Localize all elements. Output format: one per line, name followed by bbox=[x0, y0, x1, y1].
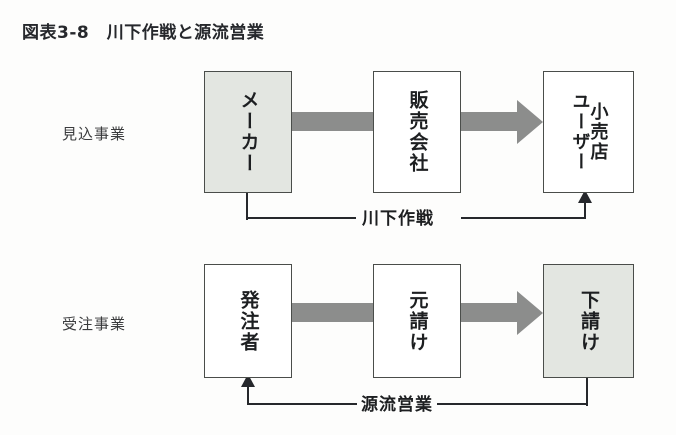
node-box-client[interactable]: 発注者 bbox=[204, 264, 292, 378]
node-label-user: ユーザー bbox=[569, 92, 591, 172]
feedback-line-top-horizontal-right bbox=[461, 217, 585, 220]
node-label-client: 発注者 bbox=[237, 289, 260, 353]
flow-arrow-segment-client-to-prime bbox=[288, 303, 378, 322]
feedback-line-top-vertical-left bbox=[246, 192, 249, 220]
node-label-retail-store: 小売店 bbox=[587, 102, 609, 162]
node-box-maker[interactable]: メーカー bbox=[204, 71, 292, 193]
flow-arrow-segment-distributor-to-retail bbox=[457, 112, 519, 131]
node-label-sales-company: 販売会社 bbox=[406, 90, 429, 174]
flow-arrow-head-top bbox=[517, 100, 543, 144]
feedback-label-upstream-sales: 源流営業 bbox=[357, 390, 437, 415]
node-label-subcontractor: 下請け bbox=[578, 289, 600, 353]
figure-title: 図表3-8 川下作戦と源流営業 bbox=[22, 23, 265, 43]
feedback-line-bottom-horizontal-left bbox=[247, 403, 357, 406]
feedback-arrowhead-top-icon bbox=[578, 190, 592, 203]
feedback-line-bottom-horizontal-right bbox=[430, 403, 588, 406]
feedback-line-top-vertical-right bbox=[584, 200, 587, 219]
node-label-prime-contractor: 元請け bbox=[406, 289, 429, 353]
feedback-line-top-horizontal-left bbox=[246, 217, 356, 220]
node-box-sales-company[interactable]: 販売会社 bbox=[373, 71, 461, 193]
node-box-prime-contractor[interactable]: 元請け bbox=[373, 264, 461, 378]
feedback-line-bottom-vertical-left bbox=[247, 386, 250, 405]
feedback-label-downstream-strategy: 川下作戦 bbox=[358, 204, 438, 229]
node-label-maker: メーカー bbox=[237, 90, 260, 174]
flow-arrow-segment-maker-to-distributor bbox=[288, 112, 378, 131]
flow-arrow-head-bottom bbox=[517, 291, 543, 335]
node-box-subcontractor[interactable]: 下請け bbox=[543, 264, 634, 378]
flow-arrow-segment-prime-to-sub bbox=[457, 303, 519, 322]
feedback-line-bottom-vertical-right bbox=[586, 377, 589, 406]
row-label-order-business: 受注事業 bbox=[62, 315, 127, 333]
row-label-anticipated-business: 見込事業 bbox=[62, 125, 127, 143]
node-box-user-retail[interactable]: ユーザー 小売店 bbox=[543, 71, 634, 193]
